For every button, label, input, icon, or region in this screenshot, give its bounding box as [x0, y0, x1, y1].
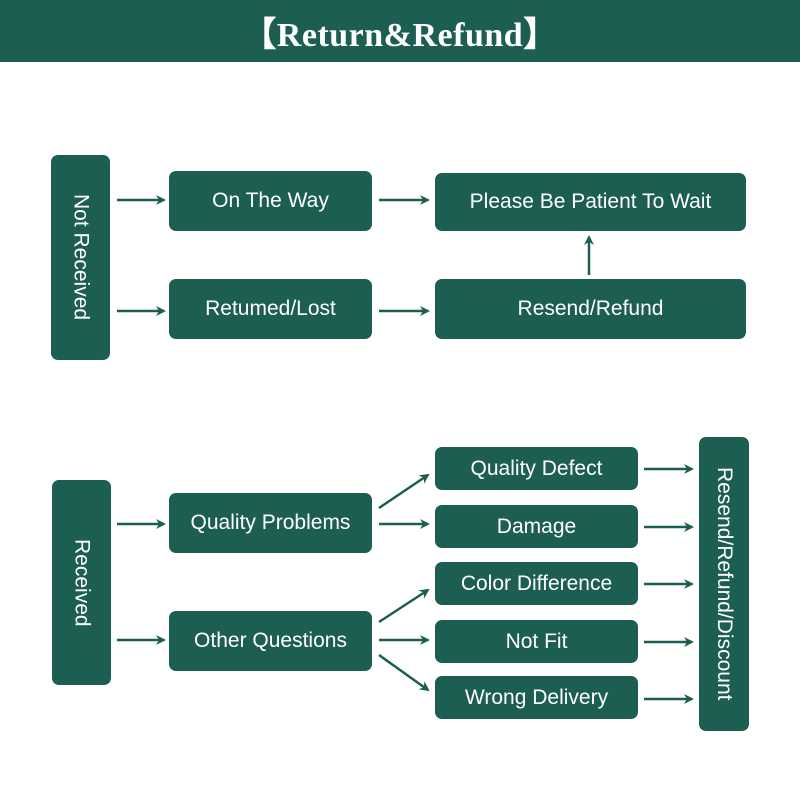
outcome-label: Resend/Refund/Discount: [713, 467, 736, 701]
on-the-way-label: On The Way: [212, 189, 329, 212]
arrow-other-questions-to-color-difference: [378, 588, 430, 624]
please-wait-box: Please Be Patient To Wait: [435, 173, 746, 231]
wrong-delivery-box: Wrong Delivery: [435, 676, 638, 719]
quality-defect-label: Quality Defect: [470, 456, 603, 480]
not-received-label: Not Received: [69, 194, 93, 321]
returned-lost-label: Retumed/Lost: [205, 297, 336, 320]
not-fit-label: Not Fit: [505, 629, 568, 653]
damage-box: Damage: [435, 505, 638, 548]
please-wait-label: Please Be Patient To Wait: [469, 190, 712, 213]
returned-lost-box: Retumed/Lost: [169, 279, 372, 339]
quality-problems-label: Quality Problems: [190, 511, 351, 534]
color-difference-label: Color Difference: [460, 571, 613, 595]
other-questions-box: Other Questions: [169, 611, 372, 671]
other-questions-label: Other Questions: [194, 629, 347, 652]
resend-refund-label: Resend/Refund: [517, 297, 664, 320]
received-box: Received: [52, 480, 111, 685]
arrow-other-questions-to-wrong-delivery: [378, 653, 430, 692]
page-title: 【Return&Refund】: [242, 16, 558, 54]
color-difference-box: Color Difference: [435, 562, 638, 605]
wrong-delivery-label: Wrong Delivery: [464, 685, 609, 709]
not-received-box: Not Received: [51, 155, 110, 360]
quality-defect-box: Quality Defect: [435, 447, 638, 490]
outcome-box: Resend/Refund/Discount: [699, 437, 749, 731]
resend-refund-box: Resend/Refund: [435, 279, 746, 339]
not-fit-box: Not Fit: [435, 620, 638, 663]
damage-label: Damage: [496, 514, 577, 538]
on-the-way-box: On The Way: [169, 171, 372, 231]
title-banner: 【Return&Refund】: [0, 0, 800, 62]
received-label: Received: [70, 538, 94, 627]
arrow-quality-problems-to-quality-defect: [378, 473, 430, 510]
quality-problems-box: Quality Problems: [169, 493, 372, 553]
